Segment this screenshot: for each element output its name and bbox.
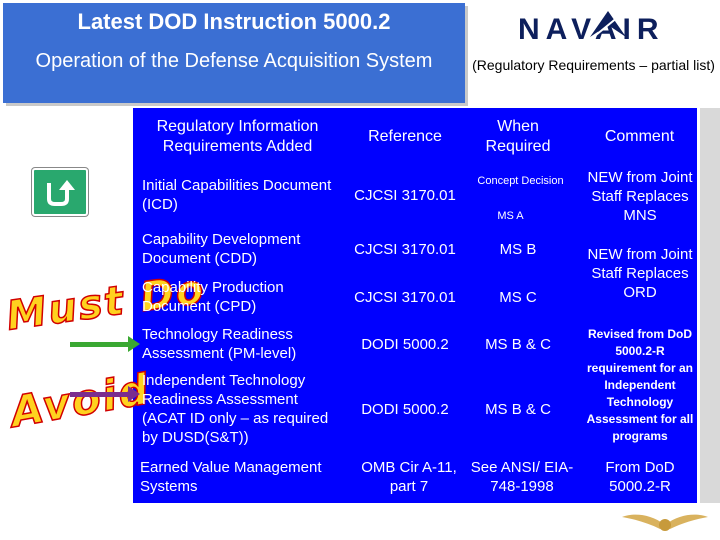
navair-logo: NAVAIR bbox=[518, 13, 665, 46]
must-do-arrow bbox=[70, 336, 140, 352]
row6-reference: OMB Cir A-11, part 7 bbox=[361, 459, 457, 495]
row2-when: MS B bbox=[499, 240, 537, 258]
return-button[interactable] bbox=[32, 168, 88, 216]
footer-strip bbox=[0, 503, 720, 540]
header-requirement: Regulatory Information Requirements Adde… bbox=[156, 118, 319, 155]
logo-area: NAVAIR (Regulatory Requirements – partia… bbox=[470, 3, 717, 103]
header-comment: Comment bbox=[604, 128, 675, 145]
requirements-table bbox=[133, 108, 580, 503]
row4-when: MS B & C bbox=[485, 335, 551, 353]
row1-when-bottom: MS A bbox=[497, 209, 524, 222]
row5-reference: DODI 5000.2 bbox=[361, 400, 449, 418]
logo-wing-icon bbox=[590, 11, 626, 37]
row4-reference: DODI 5000.2 bbox=[361, 335, 449, 353]
header-reference: Reference bbox=[368, 128, 442, 145]
comment-evms: From DoD 5000.2-R bbox=[605, 459, 675, 495]
row1-reference: CJCSI 3170.01 bbox=[354, 186, 456, 204]
avoid-arrow bbox=[70, 386, 140, 402]
row5-when: MS B & C bbox=[485, 400, 551, 418]
right-edge-bar bbox=[700, 108, 720, 503]
row2-reference: CJCSI 3170.01 bbox=[354, 240, 456, 258]
row3-requirement: Capability Production Document (CPD) bbox=[142, 279, 284, 315]
row4-requirement: Technology Readiness Assessment (PM-leve… bbox=[142, 326, 297, 362]
comment-icd: NEW from Joint Staff Replaces MNS bbox=[587, 168, 693, 224]
header-when: When Required bbox=[485, 118, 551, 155]
row6-when: See ANSI/ EIA-748-1998 bbox=[470, 459, 574, 495]
row5-requirement: Independent Technology Readiness Assessm… bbox=[142, 372, 329, 446]
row3-when: MS C bbox=[499, 288, 537, 306]
row3-reference: CJCSI 3170.01 bbox=[354, 288, 456, 306]
row1-when-top: Concept Decision bbox=[477, 174, 564, 187]
page-subtitle: Operation of the Defense Acquisition Sys… bbox=[35, 50, 433, 72]
comment-tra: Revised from DoD 5000.2-R requirement fo… bbox=[586, 326, 694, 443]
comments-column bbox=[580, 108, 697, 503]
row6-requirement: Earned Value Management Systems bbox=[140, 459, 322, 495]
comment-cdd-cpd: NEW from Joint Staff Replaces ORD bbox=[587, 245, 693, 301]
row1-requirement: Initial Capabilities Document (ICD) bbox=[142, 177, 332, 213]
row2-requirement: Capability Development Document (CDD) bbox=[142, 231, 301, 267]
wings-emblem-icon bbox=[622, 514, 708, 531]
page-title: Latest DOD Instruction 5000.2 bbox=[77, 9, 391, 34]
u-turn-arrow-icon bbox=[47, 180, 75, 206]
list-note: (Regulatory Requirements – partial list) bbox=[472, 57, 715, 73]
title-banner: Latest DOD Instruction 5000.2 Operation … bbox=[3, 3, 465, 103]
